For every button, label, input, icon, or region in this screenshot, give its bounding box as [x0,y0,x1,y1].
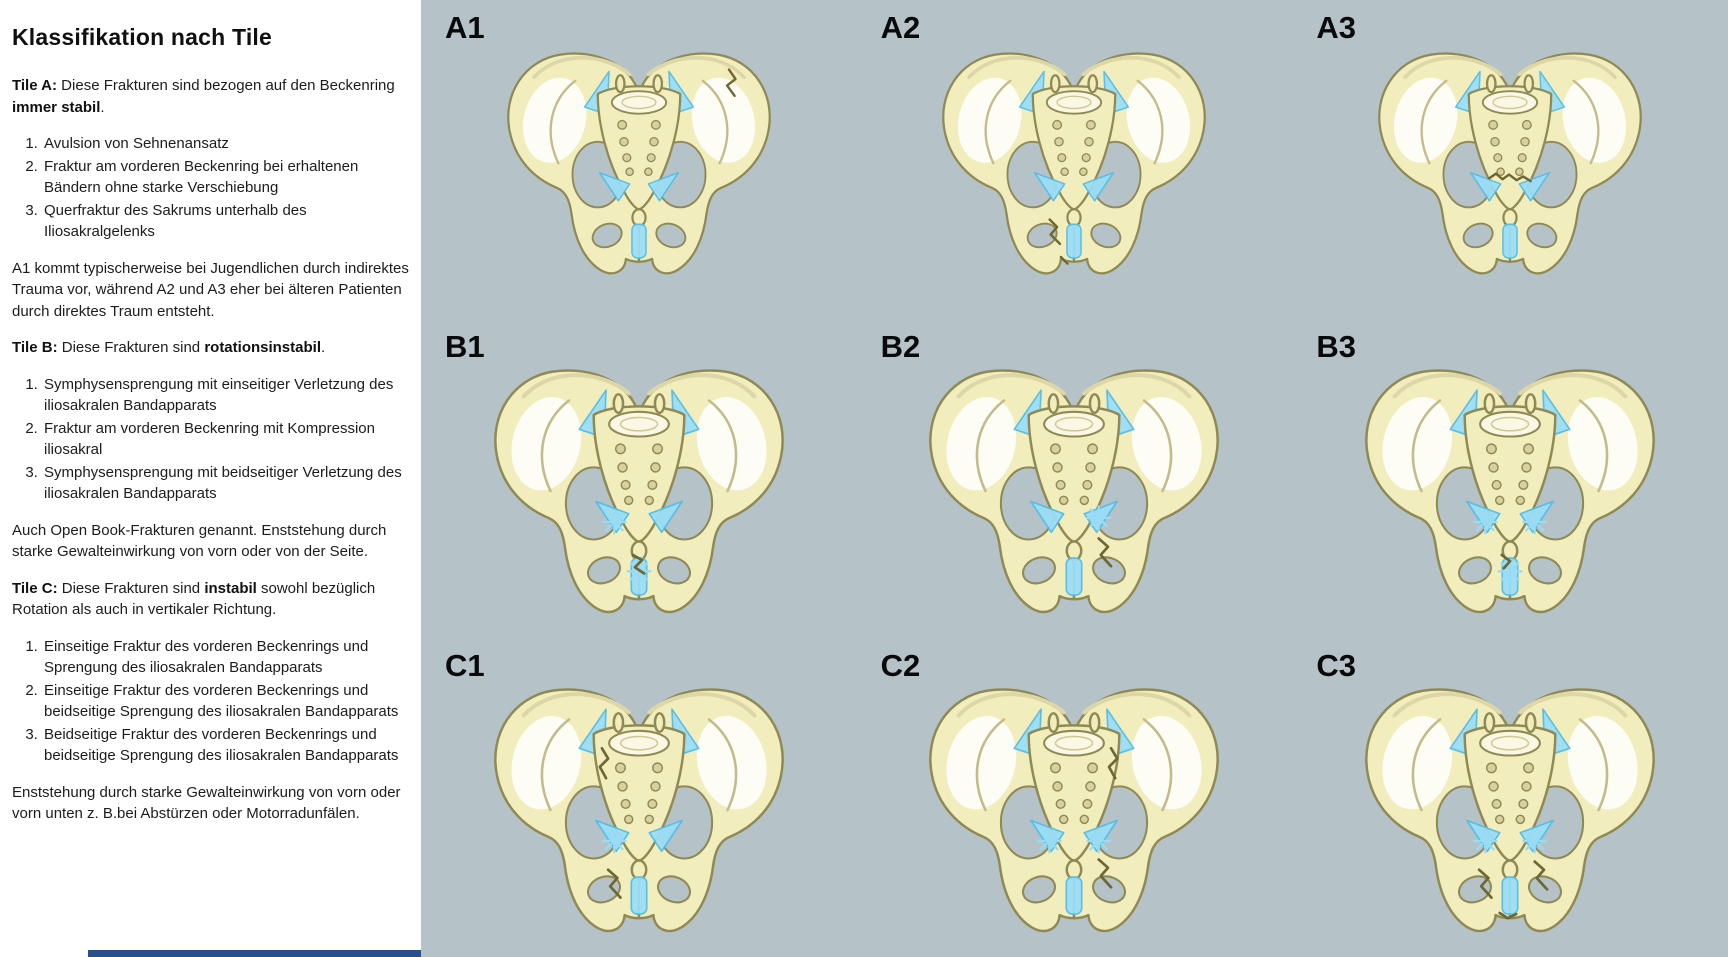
tile-b-bold: rotationsinstabil [204,339,321,356]
pelvis-illustration-a3 [1360,34,1660,287]
page-title: Klassifikation nach Tile [12,24,273,50]
tile-c-list: Einseitige Fraktur des vorderen Beckenri… [12,636,409,767]
bottom-edge-bar [88,950,421,957]
pelvis-figure-b3: B3 [1292,319,1728,638]
figure-label-b3: B3 [1316,329,1356,364]
pelvis-illustration-a1 [489,34,789,287]
pelvis-figure-c1: C1 [421,638,857,957]
tile-b-list: Symphysensprengung mit einseitiger Verle… [12,374,409,505]
figure-label-a1: A1 [445,10,485,45]
tile-c-intro: Tile C: Diese Frakturen sind instabil so… [12,578,409,621]
pelvis-illustration-b2 [909,349,1239,627]
pelvis-figure-b1: B1 [421,319,857,638]
fracture-marks-a3 [1488,172,1532,183]
tile-b-text-end: . [321,339,326,356]
tile-a-label: Tile A: [12,77,58,94]
tile-b-intro: Tile B: Diese Frakturen sind rotationsin… [12,337,409,359]
list-item: Fraktur am vorderen Beckenring mit Kompr… [42,418,409,461]
pelvis-figure-a1: A1 [421,0,857,319]
pelvis-figure-c2: C2 [857,638,1293,957]
list-item: Einseitige Fraktur des vorderen Beckenri… [42,636,409,679]
pelvis-figure-b2: B2 [857,319,1293,638]
figure-label-c2: C2 [880,648,921,683]
tile-a-bold: immer stabil [12,98,101,116]
fracture-marks-a1 [725,68,737,98]
figure-label-c3: C3 [1316,648,1356,683]
figure-grid: A1 A2 A3 B1 [421,0,1728,957]
figure-label-b1: B1 [445,329,485,364]
tile-a-note: A1 kommt typischerweise bei Jugendlichen… [12,259,409,320]
fracture-marks-a2 [1048,218,1070,265]
classification-text-panel: Klassifikation nach Tile Tile A: Diese F… [0,0,421,957]
fracture-marks-c2 [1037,746,1120,889]
figure-label-a3: A3 [1316,10,1356,45]
fracture-marks-c1 [598,746,627,899]
tile-b-text: Diese Frakturen sind [57,339,205,356]
pelvis-figure-c3: C3 [1292,638,1728,957]
list-item: Querfraktur des Sakrums unterhalb des Il… [42,200,409,243]
figure-label-b2: B2 [880,329,921,364]
pelvis-illustration-b3 [1345,349,1675,627]
fracture-marks-b1 [601,509,652,584]
pelvis-illustration-b1 [474,349,804,627]
tile-c-bold: instabil [204,579,257,597]
list-item: Beidseitige Fraktur des vorderen Beckenr… [42,724,409,767]
list-item: Avulsion von Sehnenansatz [42,133,409,155]
tile-c-note: Enststehung durch starke Gewalteinwirkun… [12,783,401,823]
tile-b-note: Auch Open Book-Frakturen genannt. Enstst… [12,521,387,561]
fracture-marks-b2 [1086,505,1113,568]
tile-c-text: Diese Frakturen sind [57,579,205,597]
tile-c-label: Tile C: [12,579,58,597]
pelvis-illustration-c1 [474,668,804,946]
tile-a-intro: Tile A: Diese Frakturen sind bezogen auf… [12,75,409,118]
tile-a-text: Diese Frakturen sind bezogen auf den Bec… [57,77,395,94]
figure-label-c1: C1 [445,648,485,683]
fracture-marks-c3 [1472,828,1549,920]
pelvis-illustration-a2 [924,34,1224,287]
fracture-marks-b3 [1472,509,1548,584]
pelvis-illustration-c2 [909,668,1239,946]
list-item: Symphysensprengung mit einseitiger Verle… [42,374,409,417]
tile-b-label: Tile B: [12,339,58,356]
list-item: Fraktur am vorderen Beckenring bei erhal… [42,156,409,199]
pelvis-figure-a3: A3 [1292,0,1728,319]
list-item: Symphysensprengung mit beidseitiger Verl… [42,462,409,505]
figure-label-a2: A2 [880,10,921,45]
tile-c-text-end: sowohl bezüglich Rotation als auch in ve… [12,579,376,619]
pelvis-illustration-c3 [1345,668,1675,946]
tile-a-text-end: . [100,98,105,116]
list-item: Einseitige Fraktur des vorderen Beckenri… [42,680,409,723]
tile-a-list: Avulsion von Sehnenansatz Fraktur am vor… [12,133,409,243]
pelvis-figure-a2: A2 [857,0,1293,319]
